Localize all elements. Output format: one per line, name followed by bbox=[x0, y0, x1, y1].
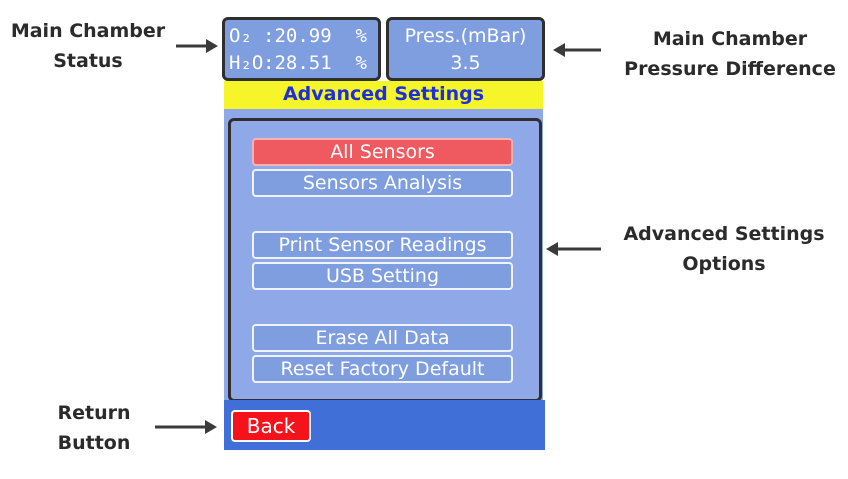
option-sensors-analysis[interactable]: Sensors Analysis bbox=[252, 169, 513, 197]
annotation-pressure-difference: Main Chamber Pressure Difference bbox=[612, 24, 848, 84]
h2o-label: H₂O bbox=[229, 52, 264, 74]
arrow-left-icon bbox=[553, 43, 601, 57]
o2-label: O₂ bbox=[229, 25, 252, 47]
h2o-unit: % bbox=[355, 52, 367, 74]
annotation-advanced-settings-options: Advanced Settings Options bbox=[608, 219, 840, 279]
annotation-return-button: Return Button bbox=[40, 398, 148, 458]
option-all-sensors[interactable]: All Sensors bbox=[252, 138, 513, 166]
annotation-line: Advanced Settings bbox=[623, 223, 825, 245]
o2-reading: O₂ :20.99 % bbox=[229, 23, 378, 50]
status-row: O₂ :20.99 % H₂O :28.51 % Press.(mBar) 3.… bbox=[222, 14, 545, 81]
pressure-label: Press.(mBar) bbox=[404, 25, 527, 47]
advanced-settings-panel: All Sensors Sensors Analysis Print Senso… bbox=[224, 109, 543, 413]
h2o-reading: H₂O :28.51 % bbox=[229, 50, 378, 77]
annotation-line: Return bbox=[57, 402, 131, 424]
annotation-main-chamber-status: Main Chamber Status bbox=[2, 16, 174, 76]
option-print-sensor-readings[interactable]: Print Sensor Readings bbox=[252, 231, 513, 259]
arrow-right-icon bbox=[176, 39, 218, 53]
arrow-right-icon bbox=[155, 420, 217, 434]
annotation-line: Button bbox=[57, 432, 131, 454]
main-chamber-status-box: O₂ :20.99 % H₂O :28.51 % bbox=[222, 17, 381, 81]
bottom-bar: Back bbox=[224, 400, 545, 450]
option-erase-all-data[interactable]: Erase All Data bbox=[252, 324, 513, 352]
o2-unit: % bbox=[355, 25, 367, 47]
annotation-line: Options bbox=[682, 253, 766, 275]
option-usb-setting[interactable]: USB Setting bbox=[252, 262, 513, 290]
pressure-value: 3.5 bbox=[450, 52, 481, 74]
o2-value: :20.99 bbox=[263, 25, 332, 47]
pressure-difference-box: Press.(mBar) 3.5 bbox=[386, 17, 545, 81]
annotation-line: Pressure Difference bbox=[624, 58, 836, 80]
back-button[interactable]: Back bbox=[231, 410, 311, 442]
page-title: Advanced Settings bbox=[224, 81, 543, 109]
option-reset-factory-default[interactable]: Reset Factory Default bbox=[252, 355, 513, 383]
annotation-line: Main Chamber bbox=[652, 28, 808, 50]
annotation-line: Status bbox=[53, 50, 123, 72]
arrow-left-icon bbox=[546, 242, 601, 256]
h2o-value: :28.51 bbox=[263, 52, 332, 74]
annotation-line: Main Chamber bbox=[10, 20, 166, 42]
device-screen: O₂ :20.99 % H₂O :28.51 % Press.(mBar) 3.… bbox=[222, 14, 545, 450]
